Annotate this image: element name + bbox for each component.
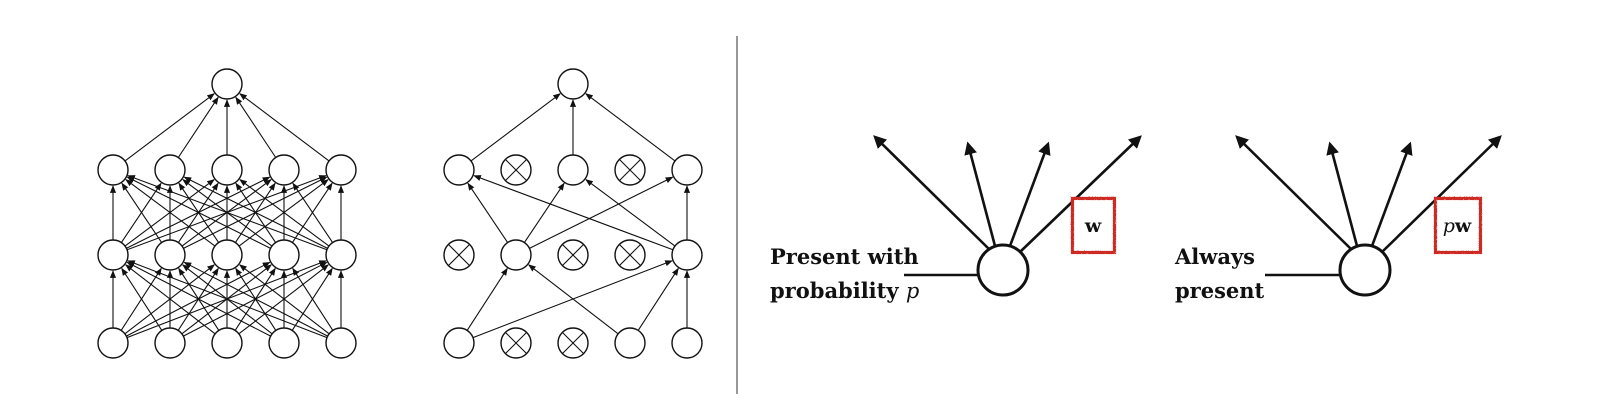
connection-edge — [183, 176, 328, 249]
drop-cross — [505, 332, 527, 354]
network-unit — [325, 239, 357, 271]
network-unit — [557, 68, 589, 100]
network-unit — [443, 154, 475, 186]
unit-label-line1: Present with — [770, 244, 919, 269]
scaled-weight-label: pw — [1443, 215, 1472, 237]
connection-edge — [239, 179, 330, 247]
drop-cross — [448, 244, 470, 266]
connection-edge — [239, 93, 330, 162]
network-unit — [97, 239, 129, 271]
connection-edge — [239, 264, 330, 335]
connection-edge — [121, 267, 163, 331]
connection-edge — [523, 182, 565, 243]
connection-edge — [292, 267, 334, 331]
weight-highlight-box — [1070, 196, 1116, 254]
outgoing-weight-edge — [964, 141, 997, 247]
network-unit — [97, 154, 129, 186]
connection-edge — [585, 179, 676, 247]
drop-cross — [619, 244, 641, 266]
network-unit — [671, 327, 703, 359]
outgoing-weight-edge — [1008, 141, 1051, 247]
training-unit-diagram: w Present with probability p — [770, 135, 1142, 303]
network-unit — [154, 154, 186, 186]
connection-edge — [529, 176, 674, 249]
connection-edge — [183, 261, 328, 337]
network-unit — [443, 327, 475, 359]
network-unit — [325, 327, 357, 359]
connection-edge — [127, 260, 328, 339]
network-unit — [671, 154, 703, 186]
connection-edge — [121, 182, 163, 243]
network-unit — [211, 239, 243, 271]
weight-label: w — [1084, 215, 1102, 237]
outgoing-weight-edge — [1382, 135, 1502, 252]
network-unit — [614, 327, 646, 359]
connection-edge — [470, 93, 561, 162]
network-unit — [268, 327, 300, 359]
unit-label-line2: probability p — [770, 278, 919, 303]
connection-edge — [126, 261, 271, 337]
network-unit — [154, 327, 186, 359]
network-unit — [268, 154, 300, 186]
connection-edge — [637, 267, 679, 331]
connection-edge — [235, 96, 277, 158]
drop-cross — [505, 159, 527, 181]
outgoing-weight-edge — [1370, 141, 1413, 247]
network-unit — [211, 68, 243, 100]
unit-node — [976, 243, 1030, 297]
thinned-neural-net — [443, 68, 703, 359]
connection-edge — [127, 175, 328, 251]
network-unit — [268, 239, 300, 271]
connection-edge — [473, 175, 674, 251]
outgoing-weight-edge — [1020, 135, 1142, 252]
unit-node — [1338, 243, 1392, 297]
test-unit-diagram: pw Always present — [1174, 135, 1502, 303]
network-unit — [500, 239, 532, 271]
outgoing-weight-edge — [1326, 141, 1359, 247]
connection-edge — [585, 93, 676, 162]
unit-label-line1: Always — [1174, 244, 1255, 269]
connection-edge — [467, 182, 509, 243]
drop-cross — [562, 332, 584, 354]
outgoing-weight-edge — [1235, 135, 1353, 251]
standard-neural-net — [97, 68, 357, 359]
connection-edge — [292, 182, 334, 243]
network-unit — [211, 154, 243, 186]
drop-cross — [562, 244, 584, 266]
network-unit — [557, 154, 589, 186]
outgoing-weight-edge — [873, 135, 991, 251]
weight-highlight-box — [1433, 196, 1482, 254]
network-unit — [154, 239, 186, 271]
connection-edge — [528, 264, 619, 335]
drop-cross — [619, 159, 641, 181]
network-unit — [211, 327, 243, 359]
connection-edge — [125, 264, 216, 335]
unit-label-line2: present — [1175, 278, 1265, 303]
connection-edge — [126, 176, 271, 249]
connection-edge — [125, 179, 216, 247]
connection-edge — [177, 96, 219, 158]
connection-edge — [124, 93, 215, 162]
network-unit — [671, 239, 703, 271]
connection-edge — [466, 267, 508, 331]
network-unit — [325, 154, 357, 186]
network-unit — [97, 327, 129, 359]
